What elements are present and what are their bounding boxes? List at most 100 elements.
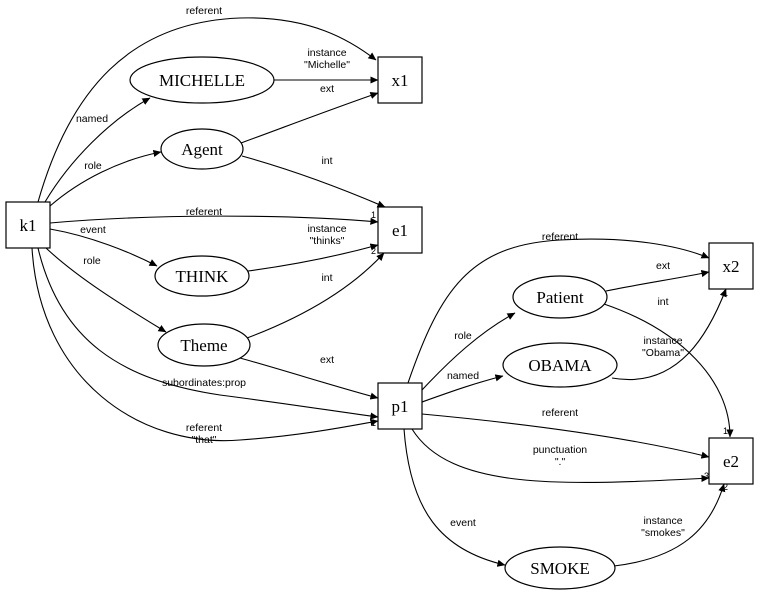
edge-label: referent: [186, 5, 222, 17]
node-p1: p1: [377, 382, 423, 430]
port-number: 3: [704, 471, 709, 481]
edge-line: [403, 428, 506, 567]
edge-label: int: [321, 272, 332, 284]
edge-line: [411, 428, 710, 484]
edge-label: event: [80, 224, 106, 236]
edge-line: [37, 247, 379, 420]
edge-line: [603, 303, 734, 438]
node-label: x1: [392, 71, 409, 90]
node-patient: Patient: [512, 275, 608, 319]
edge-k1-agent-role: role: [49, 149, 162, 207]
node-x2: x2: [708, 242, 754, 290]
node-box: [377, 382, 423, 430]
port-number: 1: [371, 418, 376, 428]
node-label: x2: [723, 257, 740, 276]
edge-line: [611, 288, 727, 381]
port-number: 1: [371, 210, 376, 220]
node-label: Agent: [181, 140, 223, 159]
edge-label: "that": [192, 434, 217, 446]
node-e2: e2: [708, 437, 754, 485]
node-box: [377, 56, 423, 104]
edge-line: [45, 247, 167, 333]
node-label: SMOKE: [530, 559, 590, 578]
edge-think-e1-instance: instance"thinks": [247, 223, 379, 272]
edge-label: ext: [656, 260, 670, 272]
edge-patient-e2-int: int: [603, 296, 734, 438]
edge-line: [239, 357, 379, 400]
edge-label: int: [321, 155, 332, 167]
node-label: OBAMA: [528, 356, 592, 375]
edge-k1-think-event: event: [49, 224, 158, 267]
edge-label: instance: [643, 335, 682, 347]
edge-line: [613, 483, 726, 567]
edge-label: event: [450, 517, 476, 529]
edge-theme-p1-ext: ext: [239, 354, 379, 400]
edge-k1-e1-referent: referent: [49, 206, 379, 225]
edge-label: role: [454, 330, 472, 342]
edge-p1-e2-punctuation: punctuation".": [411, 428, 710, 484]
edge-line: [240, 92, 379, 144]
node-box: [708, 242, 754, 290]
node-obama: OBAMA: [502, 342, 618, 388]
node-label: e2: [723, 452, 739, 471]
edge-label: role: [84, 160, 102, 172]
node-smoke: SMOKE: [504, 546, 616, 590]
node-k1: k1: [5, 201, 51, 249]
edge-p1-smoke-event: event: [403, 428, 506, 567]
edge-line: [49, 149, 162, 207]
edge-p1-patient-role: role: [421, 312, 516, 391]
node-box: [708, 437, 754, 485]
node-box: [5, 201, 51, 249]
edge-line: [605, 270, 710, 292]
node-michelle: MICHELLE: [129, 56, 275, 104]
edge-label: referent: [542, 407, 578, 419]
edge-k1-x1-referent: referent: [37, 5, 377, 203]
edge-label: ext: [320, 83, 334, 95]
node-ellipse: [512, 275, 608, 319]
node-label: e1: [392, 221, 408, 240]
edge-label: ext: [320, 354, 334, 366]
node-agent: Agent: [160, 128, 244, 170]
edge-line: [421, 312, 516, 391]
edge-p1-x2-referent: referent: [407, 231, 710, 384]
edge-p1-obama-named: named: [421, 370, 504, 403]
port-number: 1: [723, 288, 728, 298]
edge-line: [407, 238, 710, 384]
edge-line: [421, 413, 710, 459]
node-label: THINK: [176, 267, 230, 286]
edge-agent-e1-int: int: [241, 155, 386, 208]
edge-line: [49, 215, 379, 225]
edge-label: instance: [643, 515, 682, 527]
edge-label: subordinates:prop: [162, 377, 246, 389]
node-box: [377, 206, 423, 254]
port-number: 2: [371, 246, 376, 256]
edge-label: named: [76, 113, 108, 125]
edge-line: [44, 97, 151, 203]
edge-k1-p1-subordinates: subordinates:prop: [37, 247, 379, 420]
node-label: k1: [20, 216, 37, 235]
edge-label: instance: [307, 47, 346, 59]
node-x1: x1: [377, 56, 423, 104]
edge-label: referent: [542, 231, 578, 243]
edge-label: int: [657, 296, 668, 308]
edge-label: punctuation: [533, 444, 587, 456]
node-ellipse: [502, 342, 618, 388]
edge-patient-x2-ext: ext: [605, 260, 710, 292]
edge-line: [37, 17, 377, 203]
edge-label: "thinks": [310, 235, 345, 247]
edge-label: "Michelle": [304, 59, 350, 71]
edge-line: [421, 374, 504, 403]
edge-line: [49, 228, 158, 267]
node-ellipse: [157, 323, 251, 367]
node-label: MICHELLE: [159, 71, 245, 90]
edge-michelle-x1-instance: instance"Michelle": [274, 47, 379, 84]
edge-label: "smokes": [641, 527, 685, 539]
node-label: p1: [392, 397, 409, 416]
edge-k1-theme-role: role: [45, 247, 167, 333]
edge-label: referent: [186, 422, 222, 434]
node-theme: Theme: [157, 323, 251, 367]
edge-k1-p1-referent: referent"that": [31, 247, 379, 446]
node-label: Theme: [180, 336, 227, 355]
node-ellipse: [504, 546, 616, 590]
